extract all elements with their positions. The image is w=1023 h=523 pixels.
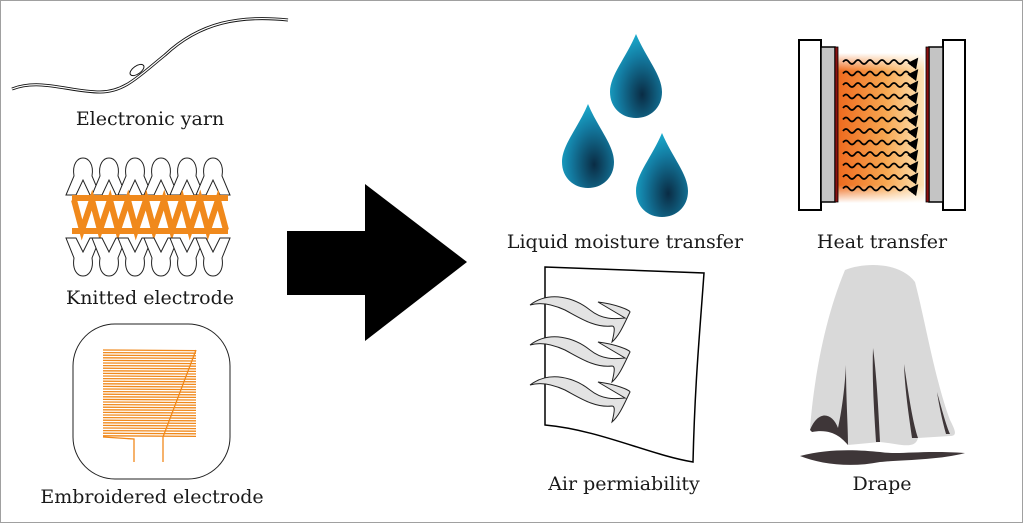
stitch-line [102, 364, 197, 367]
embroidery-icon [72, 323, 231, 480]
stitch-line [102, 377, 197, 380]
heat-wave-arrow [842, 149, 919, 162]
stitch-line [102, 414, 197, 417]
heat-transfer-icon [798, 39, 966, 211]
stitch-line [102, 380, 197, 383]
label-knitted-electrode: Knitted electrode [66, 287, 234, 309]
stitch-line [102, 406, 197, 409]
heat-wave-arrow [842, 57, 919, 70]
label-liquid-moisture-transfer: Liquid moisture transfer [506, 231, 744, 253]
stitch-line [102, 424, 197, 427]
right-arrow-icon [287, 184, 467, 341]
stitch-line [102, 385, 197, 388]
heat-wave-arrow [842, 115, 919, 128]
stitch-line [102, 370, 197, 373]
stitch-line [102, 416, 197, 419]
stitch-line [102, 398, 197, 401]
heat-wave-arrow [842, 172, 919, 185]
stitch-line [102, 411, 197, 414]
stitch-line [102, 432, 197, 435]
stitch-line [102, 429, 197, 432]
stitch-line [102, 388, 197, 391]
stitch-line [102, 427, 197, 430]
stitch-line [102, 383, 197, 386]
heat-wave-arrow [842, 80, 919, 93]
stitch-line [102, 390, 197, 393]
label-electronic-yarn: Electronic yarn [75, 108, 225, 130]
water-drops-icon [562, 34, 688, 217]
stitch-line [102, 401, 197, 404]
stitch-line [102, 393, 197, 396]
heat-wave-arrow [842, 69, 919, 82]
stitch-line [102, 359, 197, 362]
air-flow-icon [529, 266, 705, 463]
heat-wave-arrow [842, 103, 919, 116]
stitch-line [102, 367, 197, 370]
stitch-line [102, 375, 197, 378]
heat-wave-arrow [842, 126, 919, 139]
stitch-line [102, 351, 197, 354]
knit-icon [65, 157, 231, 277]
stitch-line [102, 349, 197, 352]
stitch-line [102, 403, 197, 406]
yarn-icon [11, 17, 289, 94]
stitch-line [102, 409, 197, 412]
heat-wave-arrow [842, 184, 919, 197]
heat-wave-arrow [842, 161, 919, 174]
label-drape: Drape [852, 473, 912, 495]
label-heat-transfer: Heat transfer [816, 231, 948, 253]
stitch-line [102, 396, 197, 399]
drape-icon [800, 265, 965, 465]
heat-wave-arrow [842, 138, 919, 151]
stitch-line [102, 422, 197, 425]
stitch-line [102, 435, 197, 438]
heat-wave-arrow [842, 92, 919, 105]
stitch-line [102, 357, 197, 360]
stitch-line [102, 372, 197, 375]
stitch-line [102, 419, 197, 422]
label-air-permiability: Air permiability [548, 473, 700, 495]
label-embroidered-electrode: Embroidered electrode [40, 486, 264, 508]
stitch-line [102, 362, 197, 365]
stitch-line [102, 354, 197, 357]
